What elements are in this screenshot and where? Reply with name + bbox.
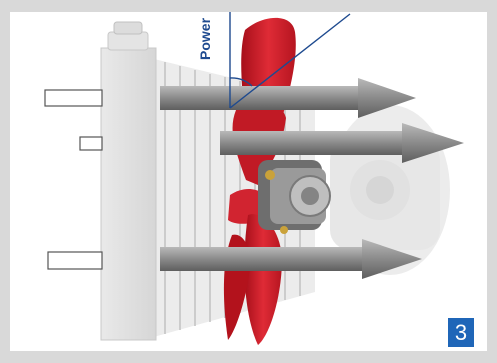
power-angle-arc [229,77,253,87]
fan-hub [258,160,331,234]
frame-border-top [0,0,497,12]
frame-border-left [0,0,10,363]
airflow-arrow-top [160,78,416,118]
radiator-pipes [44,89,103,270]
power-label: Power [197,17,213,60]
frame-border-bottom [0,351,497,363]
frame-border-right [487,0,497,363]
radiator-tank [100,21,157,341]
airflow-arrow-middle [220,123,464,163]
airflow-arrow-bottom [160,239,422,279]
power-vector [229,12,351,109]
power-resultant-line [229,13,351,109]
page-number-badge: 3 [448,318,474,347]
